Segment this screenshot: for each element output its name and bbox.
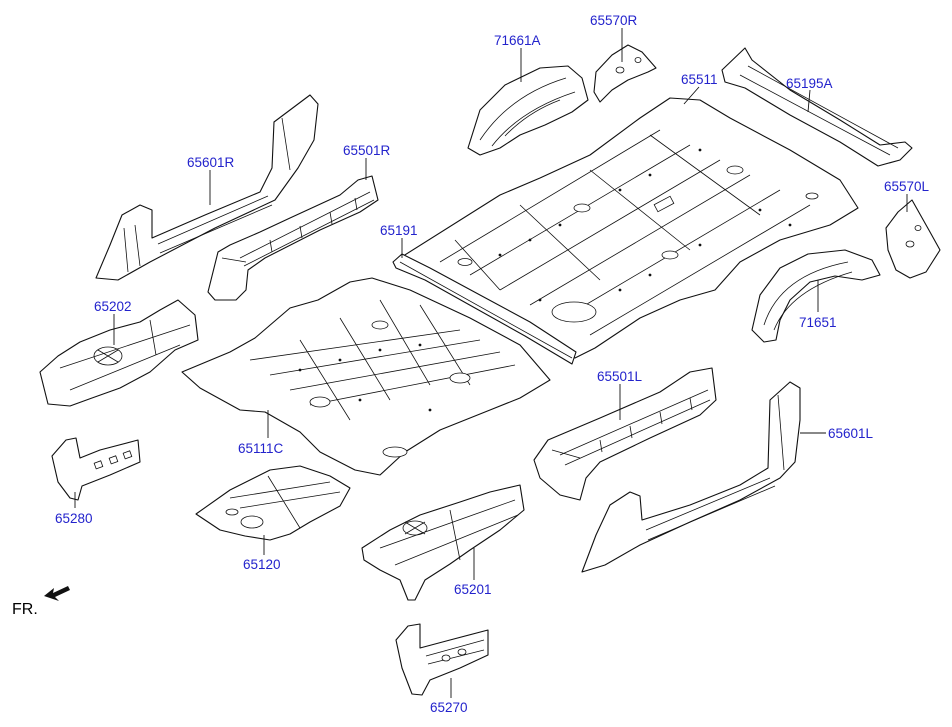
callout-65511: 65511 [681,72,718,87]
callout-65570R: 65570R [590,13,638,28]
front-floor-panel [195,465,351,541]
side-member-left [533,367,717,501]
side-member-right [207,175,379,301]
cross-member-assy-65202 [39,299,199,407]
callout-65120: 65120 [243,557,281,572]
callout-65501R: 65501R [343,143,391,158]
rear-wheelhouse-right [467,65,589,156]
callout-65191: 65191 [380,223,418,238]
callout-65111C: 65111C [238,441,284,456]
callout-71651: 71651 [799,315,837,330]
part-callouts: 71661A 65570R 65511 65195A 65601R 65501R… [55,13,930,715]
callout-65570L: 65570L [884,179,930,194]
rear-seat-cross-member [392,253,577,365]
callout-65601L: 65601L [828,426,874,441]
side-sill-outer-left [581,381,801,573]
front-floor-assy [361,484,525,601]
callout-65195A: 65195A [786,76,833,91]
bracket-65270 [395,623,489,696]
callout-65601R: 65601R [187,155,235,170]
rear-wheelhouse-left [751,249,881,343]
front-direction-indicator: FR. [12,586,70,618]
front-arrow-icon [44,586,70,601]
callout-65270: 65270 [430,700,468,715]
bracket-65280 [51,437,141,501]
bracket-right [593,44,657,103]
callout-71661A: 71661A [494,33,541,48]
callout-65280: 65280 [55,511,93,526]
center-floor-panel [181,277,551,476]
callout-65201: 65201 [454,582,492,597]
front-direction-label: FR. [12,601,38,618]
callout-65202: 65202 [94,299,132,314]
rear-cross-member [721,47,913,167]
bracket-left [885,199,941,279]
leader-lines [74,28,908,698]
side-sill-outer-right [95,94,319,281]
rear-floor-panel [399,97,859,359]
callout-65501L: 65501L [597,369,643,384]
